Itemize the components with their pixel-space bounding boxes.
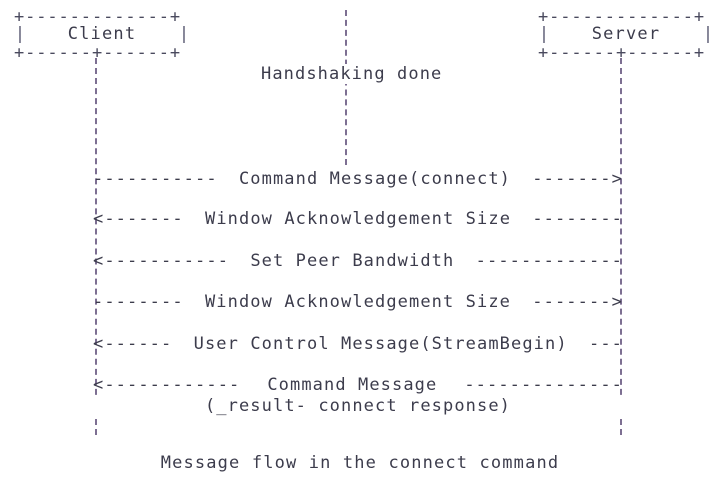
message-5-label: User Control Message(StreamBegin) bbox=[187, 333, 574, 355]
message-row-5: < ------ User Control Message(StreamBegi… bbox=[93, 333, 623, 355]
message-1-arrowhead-right: > bbox=[611, 169, 623, 189]
message-1-dashes-left: ----------- bbox=[93, 169, 218, 189]
message-4-label: Window Acknowledgement Size bbox=[198, 291, 518, 313]
message-row-2: < ------- Window Acknowledgement Size --… bbox=[93, 208, 623, 230]
lifeline-server bbox=[620, 58, 622, 435]
message-5-dashes-right: --- bbox=[588, 334, 623, 354]
message-6-dashes-right: -------------- bbox=[464, 375, 624, 395]
diagram-caption: Message flow in the connect command bbox=[160, 453, 560, 473]
server-box-left-pipe: | bbox=[538, 24, 550, 44]
client-box-left-pipe: | bbox=[14, 24, 26, 44]
message-1-label: Command Message(connect) bbox=[232, 168, 518, 190]
message-4-dashes-left: -------- bbox=[93, 292, 184, 312]
message-2-dashes-left: ------- bbox=[104, 209, 184, 229]
client-box-right-pipe: | bbox=[178, 24, 190, 44]
message-3-arrowhead-left: < bbox=[93, 251, 105, 271]
message-5-dashes-left: ------ bbox=[104, 334, 173, 354]
message-1-dashes-right: ------- bbox=[532, 169, 612, 189]
server-box-top-border: +-------------+ bbox=[538, 7, 706, 27]
message-2-label: Window Acknowledgement Size bbox=[198, 208, 518, 230]
client-box-bottom-border: +------+------+ bbox=[14, 43, 182, 63]
message-row-4: -------- Window Acknowledgement Size ---… bbox=[93, 291, 623, 313]
message-5-arrowhead-left: < bbox=[93, 334, 105, 354]
client-box-body: | Client | bbox=[14, 24, 190, 45]
handshake-guide-line bbox=[345, 10, 347, 165]
server-box-right-pipe: | bbox=[702, 24, 714, 44]
server-box-body: | Server | bbox=[538, 24, 714, 45]
message-4-dashes-right: ------- bbox=[532, 292, 612, 312]
message-3-dashes-left: ----------- bbox=[104, 251, 230, 271]
message-6-subtext: (_result- connect response) bbox=[93, 396, 623, 417]
message-6-label: Command Message bbox=[261, 374, 444, 396]
message-6-arrowhead-left: < bbox=[93, 375, 105, 395]
message-2-dashes-right: -------- bbox=[532, 209, 623, 229]
participant-label-server: Server bbox=[591, 24, 661, 44]
message-3-label: Set Peer Bandwidth bbox=[244, 250, 461, 272]
participant-label-client: Client bbox=[67, 24, 137, 44]
participant-box-server: +-------------+ | Server | +------+-----… bbox=[538, 4, 714, 62]
message-6-dashes-left: ------------ bbox=[104, 375, 241, 395]
participant-box-client: +-------------+ | Client | +------+-----… bbox=[14, 4, 190, 62]
message-2-arrowhead-left: < bbox=[93, 209, 105, 229]
message-row-6: < ------------ Command Message ---------… bbox=[93, 374, 623, 396]
handshaking-note: Handshaking done bbox=[255, 64, 449, 84]
message-3-dashes-right: ------------- bbox=[475, 251, 624, 271]
server-box-bottom-border: +------+------+ bbox=[538, 43, 706, 63]
client-box-top-border: +-------------+ bbox=[14, 7, 182, 27]
message-row-3: < ----------- Set Peer Bandwidth -------… bbox=[93, 250, 623, 272]
message-4-arrowhead-right: > bbox=[611, 292, 623, 312]
lifeline-client bbox=[95, 58, 97, 435]
message-row-1: ----------- Command Message(connect) ---… bbox=[93, 168, 623, 190]
